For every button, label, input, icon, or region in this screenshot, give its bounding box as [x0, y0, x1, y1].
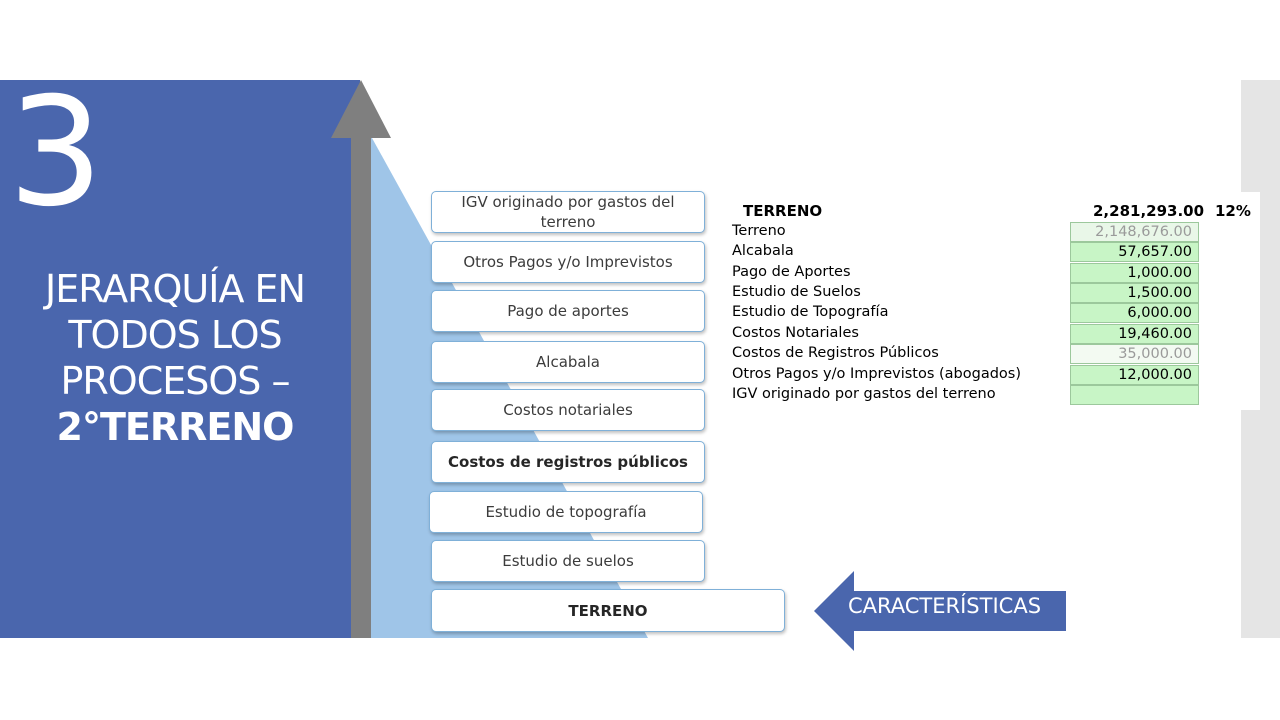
title-line-2: TODOS LOS	[68, 313, 282, 357]
gray-arrow-shaft	[351, 138, 371, 638]
step-igv: IGV originado por gastos del terreno	[431, 191, 705, 233]
table-row-value: 2,148,676.00	[1070, 222, 1199, 242]
left-title-panel	[0, 80, 360, 638]
caracteristicas-label: CARACTERÍSTICAS	[848, 594, 1042, 618]
title-line-3: PROCESOS –	[60, 359, 290, 403]
table-row-label: Estudio de Suelos	[732, 284, 861, 300]
gray-arrow-head	[331, 80, 391, 138]
table-row-label: Otros Pagos y/o Imprevistos (abogados)	[732, 366, 1021, 382]
table-row-label: Estudio de Topografía	[732, 304, 889, 320]
table-row-value: 12,000.00	[1070, 365, 1199, 385]
slide-number: 3	[8, 66, 104, 240]
table-row-label: Pago de Aportes	[732, 264, 851, 280]
step-terreno: TERRENO	[431, 589, 785, 632]
step-pago-aportes: Pago de aportes	[431, 290, 705, 332]
table-row-label: Terreno	[732, 223, 786, 239]
step-costos-notariales: Costos notariales	[431, 389, 705, 431]
table-row-label: Alcabala	[732, 243, 794, 259]
table-row-label: Costos Notariales	[732, 325, 859, 341]
table-row-label: Costos de Registros Públicos	[732, 345, 939, 361]
table-header-total: 2,281,293.00	[1093, 202, 1205, 220]
table-row-value: 35,000.00	[1070, 344, 1199, 364]
table-row-value: 57,657.00	[1070, 242, 1199, 262]
table-row-value: 19,460.00	[1070, 324, 1199, 344]
table-row-value	[1070, 385, 1199, 405]
slide-title: JERARQUÍA EN TODOS LOS PROCESOS – 2°TERR…	[20, 266, 330, 450]
step-costos-registros: Costos de registros públicos	[431, 441, 705, 483]
table-row-value: 1,500.00	[1070, 283, 1199, 303]
table-header-label: TERRENO	[743, 202, 823, 220]
step-estudio-topografia: Estudio de topografía	[429, 491, 703, 533]
table-header-percent: 12%	[1215, 202, 1251, 220]
step-otros-pagos: Otros Pagos y/o Imprevistos	[431, 241, 705, 283]
table-row-label: IGV originado por gastos del terreno	[732, 386, 996, 402]
title-line-4: 2°TERRENO	[56, 405, 295, 449]
caracteristicas-arrow	[814, 571, 1066, 651]
table-row-value: 6,000.00	[1070, 303, 1199, 323]
title-line-1: JERARQUÍA EN	[45, 267, 306, 311]
table-row-value: 1,000.00	[1070, 263, 1199, 283]
step-estudio-suelos: Estudio de suelos	[431, 540, 705, 582]
step-alcabala: Alcabala	[431, 341, 705, 383]
